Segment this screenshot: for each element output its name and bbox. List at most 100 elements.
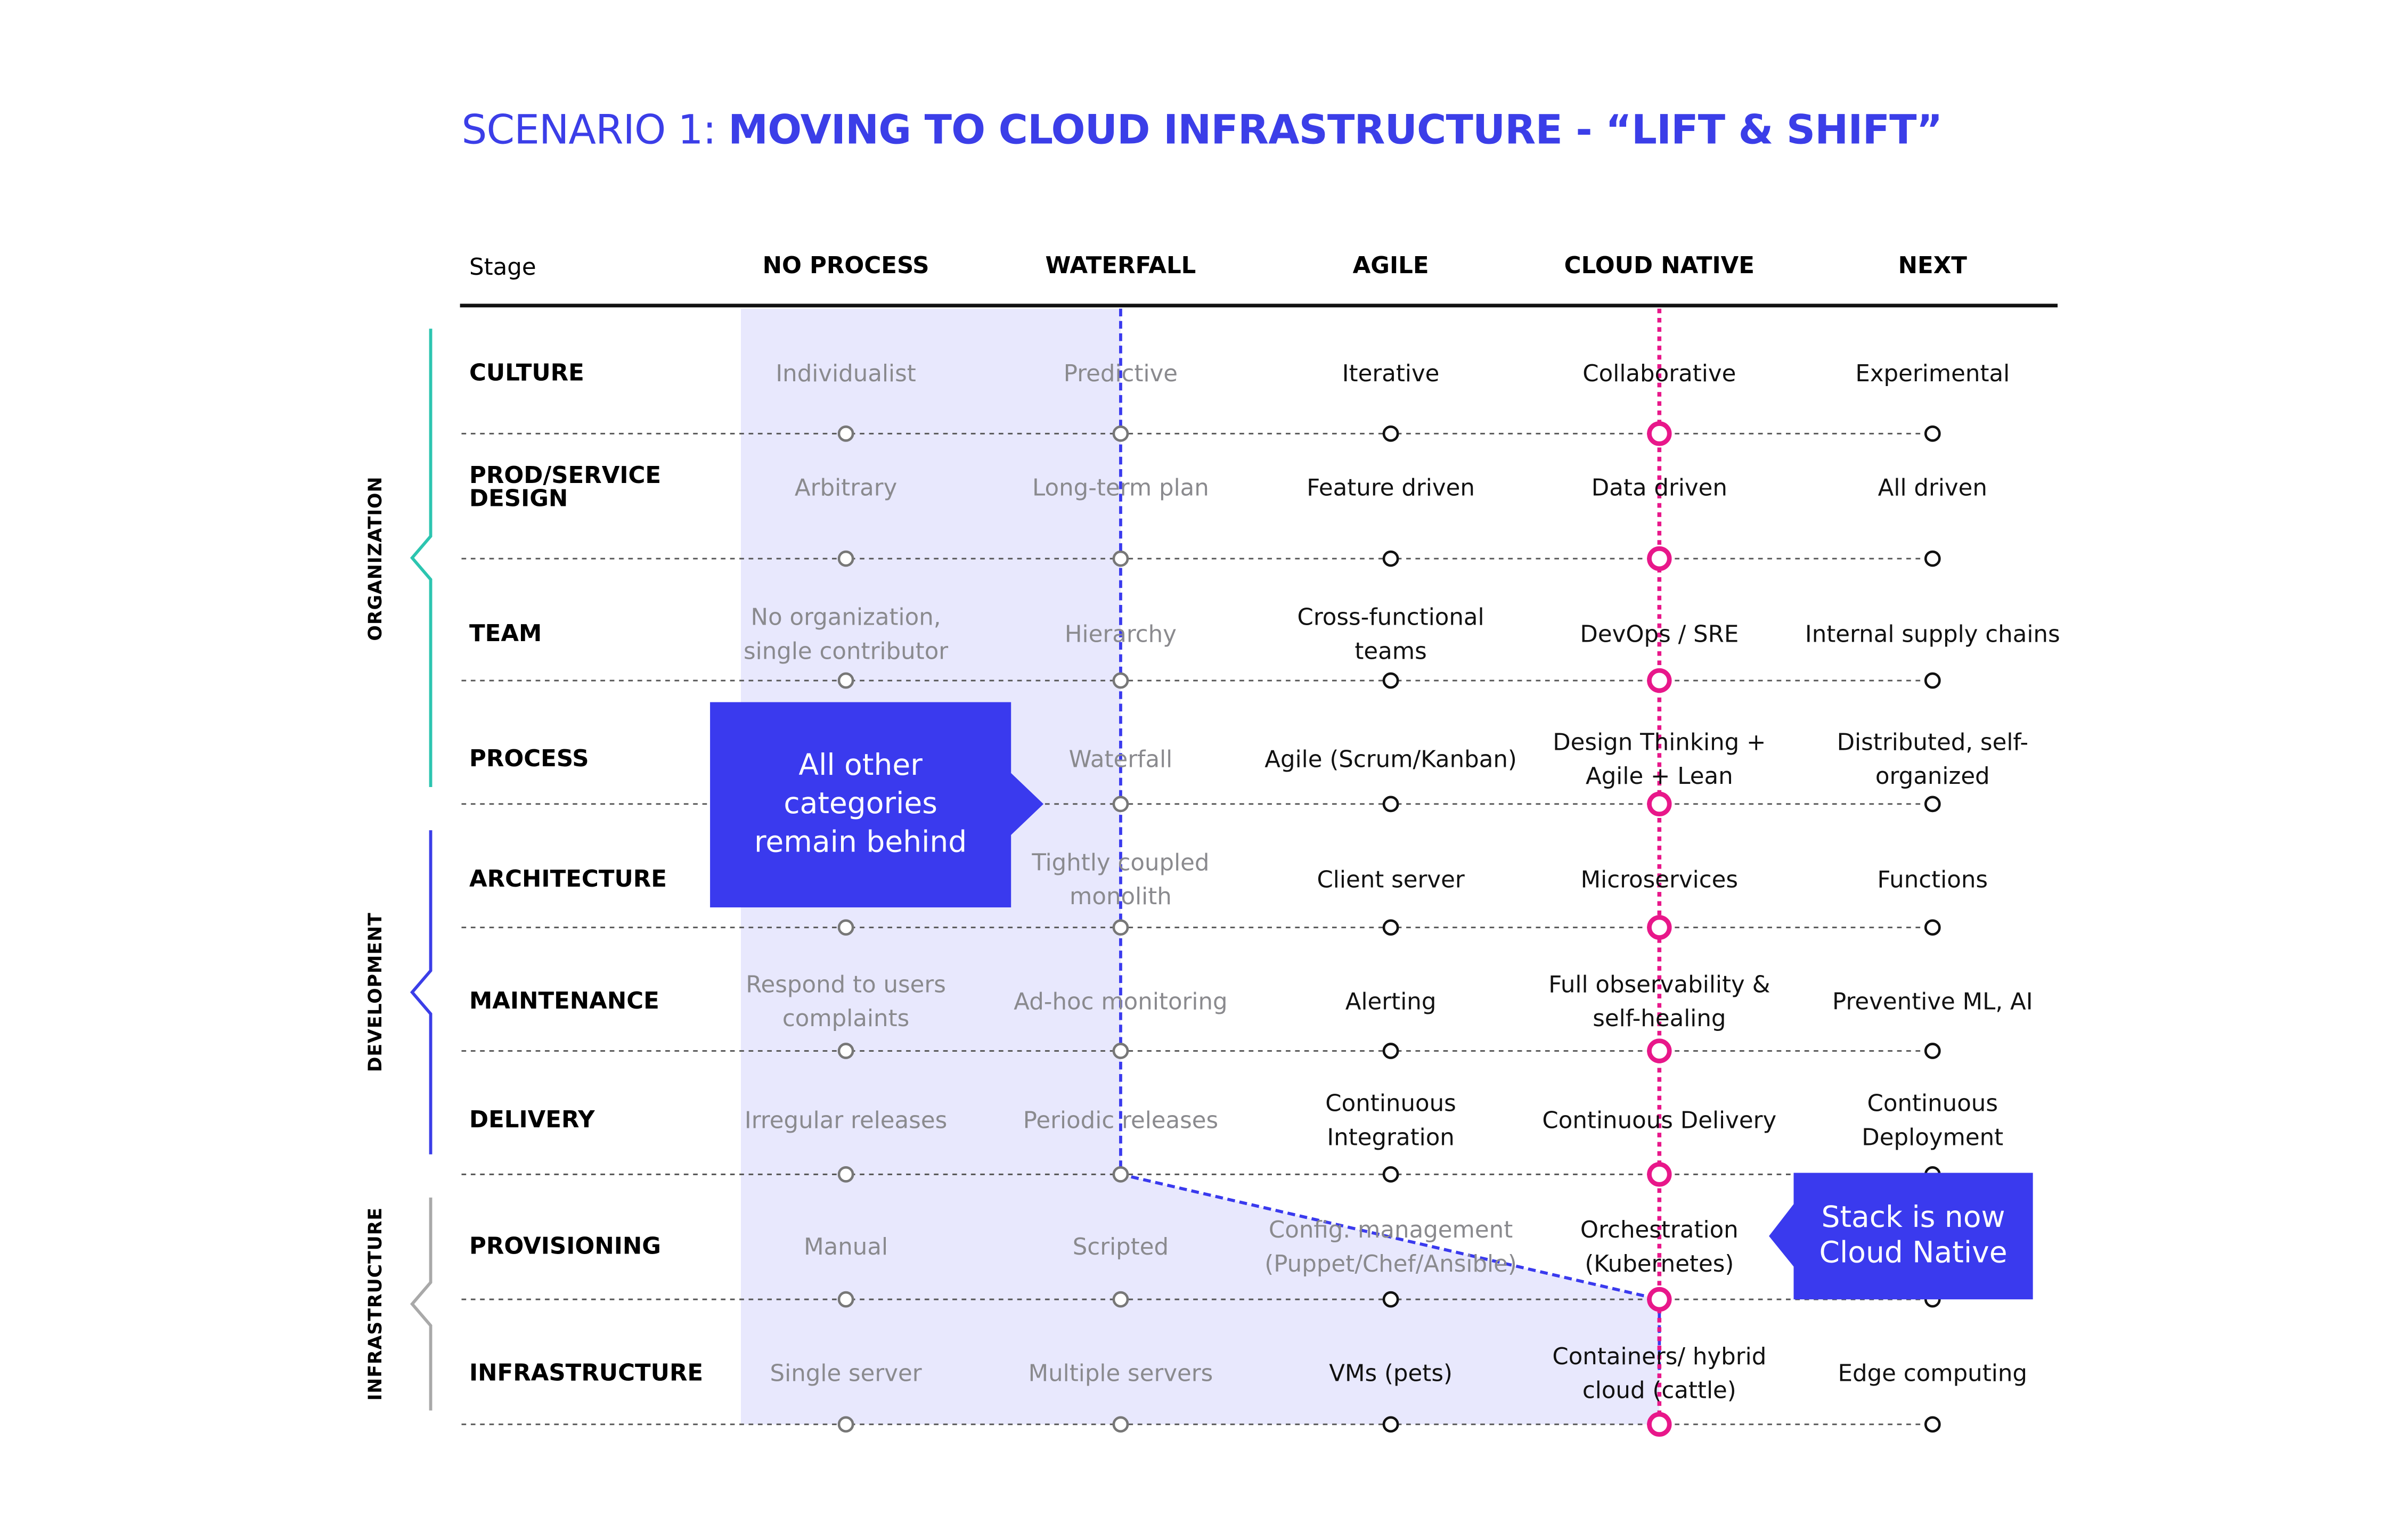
stage-cell: VMs (pets)	[1329, 1359, 1453, 1388]
column-header: WATERFALL	[1045, 251, 1196, 280]
cloud-native-marker	[1647, 1412, 1672, 1437]
row-label: TEAM	[469, 619, 542, 648]
past-stage-marker	[837, 1043, 854, 1059]
stage-cell: Long-term plan	[1032, 473, 1209, 502]
past-stage-marker	[1112, 672, 1129, 689]
past-stage-marker	[1112, 1416, 1129, 1433]
stage-cell: Design Thinking + Agile + Lean	[1553, 728, 1766, 790]
group-label: DEVELOPMENT	[364, 912, 386, 1072]
stage-cell: Tightly coupled monolith	[1032, 848, 1210, 911]
stage-cell: Manual	[804, 1233, 888, 1261]
development-bracket	[410, 830, 433, 1154]
stage-header-label: Stage	[469, 253, 536, 281]
past-stage-marker	[837, 1291, 854, 1308]
stage-cell: Hierarchy	[1064, 620, 1177, 649]
stage-cell: Cross-functional teams	[1297, 603, 1484, 666]
cloud-native-marker	[1647, 546, 1672, 571]
cloud-native-marker	[1647, 1287, 1672, 1312]
past-stage-marker	[1112, 1043, 1129, 1059]
stage-cell: Single server	[770, 1359, 922, 1388]
past-stage-marker	[1112, 796, 1129, 813]
past-stage-marker	[1112, 919, 1129, 936]
cloud-native-marker	[1647, 791, 1672, 817]
stage-cell: Scripted	[1072, 1233, 1169, 1261]
past-stage-marker	[1112, 1166, 1129, 1183]
stage-marker	[1924, 796, 1941, 813]
row-label: PROD/SERVICE DESIGN	[469, 461, 662, 513]
cloud-native-marker	[1647, 915, 1672, 940]
group-label: ORGANIZATION	[364, 476, 386, 641]
stage-cell: Continuous Deployment	[1862, 1089, 2004, 1151]
past-stage-marker	[837, 550, 854, 567]
stage-marker	[1382, 1416, 1399, 1433]
column-header: AGILE	[1352, 251, 1429, 280]
stage-cell: Orchestration (Kubernetes)	[1580, 1216, 1739, 1278]
stage-cell: Continuous Integration	[1325, 1089, 1456, 1151]
past-stage-marker	[837, 672, 854, 689]
past-stage-marker	[1112, 425, 1129, 442]
stage-cell: Internal supply chains	[1805, 620, 2060, 649]
cloud-native-marker	[1647, 1038, 1672, 1063]
past-stage-marker	[1112, 1291, 1129, 1308]
shaded-region-lower	[741, 1174, 1660, 1424]
stage-cell: Periodic releases	[1023, 1106, 1219, 1135]
row-label: DELIVERY	[469, 1105, 595, 1134]
callout-cloud-native: Stack is now Cloud Native	[1793, 1173, 2033, 1300]
column-header: NO PROCESS	[762, 251, 929, 280]
past-stage-marker	[837, 1416, 854, 1433]
stage-cell: Client server	[1317, 865, 1465, 894]
past-stage-marker	[1112, 550, 1129, 567]
infrastructure-bracket	[410, 1197, 433, 1411]
stage-cell: Irregular releases	[744, 1106, 948, 1135]
stage-cell: Collaborative	[1582, 359, 1736, 388]
past-stage-marker	[837, 425, 854, 442]
callout-cloud-native-text: Stack is now Cloud Native	[1819, 1200, 2008, 1271]
stage-marker	[1382, 1166, 1399, 1183]
row-label: INFRASTRUCTURE	[469, 1358, 704, 1387]
stage-marker	[1382, 1043, 1399, 1059]
stage-marker	[1924, 919, 1941, 936]
stage-marker	[1382, 672, 1399, 689]
row-label: PROVISIONING	[469, 1232, 661, 1260]
stage-cell: Functions	[1877, 865, 1988, 894]
stage-marker	[1924, 550, 1941, 567]
cloud-native-marker	[1647, 668, 1672, 693]
row-label: MAINTENANCE	[469, 987, 659, 1015]
stage-cell: Respond to users complaints	[746, 970, 946, 1033]
stage-marker	[1924, 672, 1941, 689]
page-title: SCENARIO 1: MOVING TO CLOUD INFRASTRUCTU…	[462, 108, 1943, 154]
column-header: NEXT	[1898, 251, 1967, 280]
organization-bracket	[410, 329, 433, 787]
stage-marker	[1924, 1043, 1941, 1059]
stage-marker	[1382, 919, 1399, 936]
stage-cell: Iterative	[1342, 359, 1440, 388]
past-stage-marker	[837, 1166, 854, 1183]
stage-cell: Feature driven	[1307, 473, 1475, 502]
callout-remain-behind-text: All other categories remain behind	[754, 748, 967, 860]
stage-cell: Experimental	[1855, 359, 2010, 388]
callout-right-pointer	[1769, 1202, 1796, 1269]
row-label: CULTURE	[469, 358, 584, 387]
stage-cell: DevOps / SRE	[1580, 620, 1739, 649]
stage-cell: Full observability & self-healing	[1548, 970, 1770, 1033]
stage-cell: Containers/ hybrid cloud (cattle)	[1552, 1342, 1767, 1405]
callout-remain-behind: All other categories remain behind	[710, 702, 1011, 908]
callout-left-pointer	[1009, 772, 1044, 837]
past-stage-marker	[837, 919, 854, 936]
stage-cell: Waterfall	[1068, 745, 1173, 773]
title-prefix: SCENARIO 1:	[461, 108, 729, 154]
cloud-native-marker	[1647, 1162, 1672, 1187]
stage-marker	[1382, 425, 1399, 442]
stage-cell: Individualist	[776, 359, 916, 388]
stage-cell: Continuous Delivery	[1542, 1106, 1777, 1135]
stage-cell: Ad-hoc monitoring	[1014, 987, 1228, 1015]
title-main: MOVING TO CLOUD INFRASTRUCTURE - “LIFT &…	[728, 108, 1943, 154]
stage-cell: Agile (Scrum/Kanban)	[1264, 745, 1517, 773]
stage-cell: Preventive ML, AI	[1832, 987, 2033, 1015]
stage-marker	[1382, 796, 1399, 813]
stage-cell: Data driven	[1591, 473, 1727, 502]
stage-cell: Microservices	[1580, 865, 1739, 894]
stage-cell: Predictive	[1063, 359, 1178, 388]
stage-marker	[1382, 1291, 1399, 1308]
stage-cell: All driven	[1878, 473, 1987, 502]
